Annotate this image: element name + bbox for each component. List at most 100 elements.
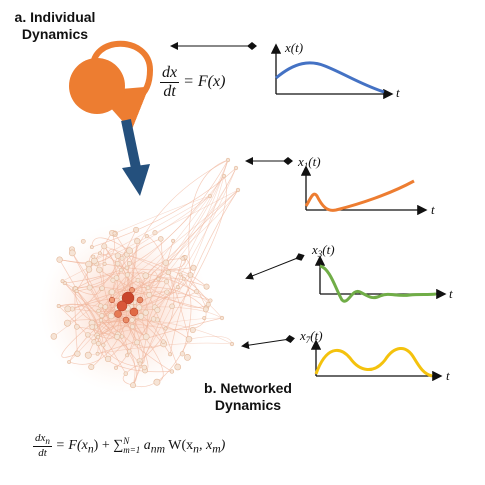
numerator-subscript: n	[45, 436, 50, 447]
network-node	[85, 266, 93, 273]
network-node	[125, 353, 130, 358]
network-edge	[97, 317, 223, 355]
network-node	[179, 351, 185, 357]
network-node	[142, 309, 149, 316]
network-node	[190, 264, 197, 271]
network-node	[208, 298, 213, 303]
plot-x3-ylabel-tail: (t)	[322, 242, 334, 257]
network-node	[141, 364, 148, 371]
network-node	[135, 277, 141, 283]
network-derivative-fraction: dxn dt	[33, 432, 52, 459]
plot-x1: x1(t) t	[297, 154, 435, 217]
network-node	[101, 343, 106, 348]
network-node	[207, 193, 213, 199]
network-hub-node	[136, 296, 144, 304]
network-node	[124, 265, 130, 270]
network-node	[89, 324, 96, 330]
network-hub-node	[129, 307, 139, 317]
plot-x3-ylabel-sub: 3	[317, 249, 323, 259]
network-node	[60, 279, 65, 284]
derivative-denominator: dt	[163, 83, 176, 100]
network-hub-node	[114, 310, 122, 318]
section-b-title: b. Networked Dynamics	[188, 380, 308, 414]
network-node	[165, 269, 172, 276]
network-edge	[94, 195, 211, 262]
sum-upper: N	[123, 435, 130, 446]
network-node	[202, 306, 209, 313]
network-hub-node	[129, 287, 135, 293]
network-node	[102, 304, 108, 310]
network-node	[185, 335, 193, 343]
network-edge	[114, 195, 211, 234]
network-node	[145, 285, 151, 291]
network-node	[88, 363, 95, 371]
plot-x1-curve	[304, 179, 415, 212]
network-node	[99, 285, 105, 291]
network-node	[233, 165, 239, 171]
network-node	[168, 352, 173, 357]
network-node	[98, 251, 102, 256]
network-node	[162, 259, 170, 266]
network-node	[112, 231, 117, 236]
network-edge	[138, 167, 237, 308]
plot-x3-curve	[319, 264, 437, 303]
plot-x1-ylabel-base: x	[297, 154, 304, 169]
network-node	[130, 324, 135, 330]
network-node	[96, 308, 101, 313]
eq-sub-a: nm	[150, 442, 166, 456]
network-node	[99, 313, 105, 319]
network-node	[69, 306, 75, 312]
network-node	[119, 267, 124, 273]
network-node	[184, 353, 191, 361]
derivative-fraction: dx dt	[160, 64, 180, 101]
network-node	[63, 319, 71, 327]
connector-x3	[245, 253, 305, 280]
network-node	[221, 173, 227, 179]
plot-x-ylabel: x(t)	[284, 40, 303, 55]
network-graph	[40, 157, 241, 393]
plot-x1-ylabel-tail: (t)	[308, 154, 320, 169]
network-node	[114, 260, 121, 267]
network-node	[164, 289, 170, 295]
network-node	[144, 234, 149, 239]
plot-x7-ylabel-sub: 7	[306, 335, 311, 345]
network-edge	[139, 175, 225, 364]
network-edge	[148, 269, 207, 296]
network-edge	[67, 229, 137, 324]
network-edge	[61, 322, 93, 358]
network-edge	[53, 189, 239, 337]
network-node	[50, 333, 58, 340]
network-edge	[177, 274, 207, 309]
network-edge	[131, 319, 164, 383]
eq-sub-2: n	[193, 442, 199, 456]
network-node	[68, 249, 76, 257]
network-node	[74, 323, 80, 330]
plot-x3-xlabel: t	[449, 286, 453, 301]
network-edge	[165, 189, 239, 263]
network-node	[146, 291, 153, 298]
network-edge	[147, 159, 229, 289]
section-a-title: a. Individual Dynamics	[5, 9, 105, 43]
network-node	[74, 289, 79, 293]
network-edge	[91, 323, 145, 368]
individual-dynamics-equation: dx dt = F(x)	[160, 64, 225, 101]
plot-x-curve	[275, 61, 385, 94]
network-node	[91, 339, 97, 345]
network-node	[137, 313, 145, 320]
network-edge	[74, 288, 78, 354]
network-edge	[169, 189, 239, 355]
eq-part-4: W(x	[165, 437, 194, 453]
down-arrow	[121, 118, 150, 196]
network-node	[189, 327, 196, 334]
network-node	[229, 341, 235, 347]
network-node	[95, 335, 100, 340]
network-edge	[129, 195, 211, 251]
network-edge	[127, 175, 225, 276]
network-node	[153, 378, 161, 386]
network-node	[135, 304, 143, 311]
eq-part-2: ) + ∑	[93, 437, 124, 453]
network-node	[126, 261, 132, 266]
connector-x7	[241, 335, 295, 350]
network-node	[108, 288, 116, 296]
network-node	[152, 230, 158, 236]
